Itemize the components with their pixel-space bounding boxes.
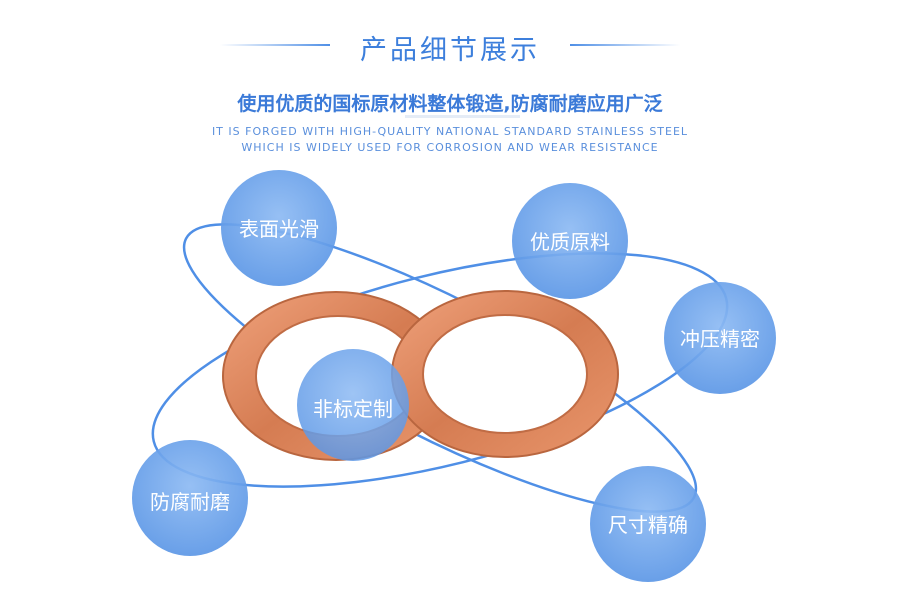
feature-label-5: 防腐耐磨 (150, 490, 230, 514)
subtitle: 使用优质的国标原材料整体锻造,防腐耐磨应用广泛 (237, 93, 663, 115)
feature-bubble-3 (664, 282, 776, 394)
feature-bubble-2 (512, 183, 628, 299)
feature-label-2: 优质原料 (530, 230, 610, 254)
section-title-row: 产品细节展示 (0, 24, 900, 68)
feature-bubble-1 (221, 170, 337, 286)
english-description-line-1: IT IS FORGED WITH HIGH-QUALITY NATIONAL … (211, 125, 689, 138)
title-decor-line-left (220, 44, 330, 46)
english-description-line-2: WHICH IS WIDELY USED FOR CORROSION AND W… (241, 141, 659, 154)
feature-bubble-5 (132, 440, 248, 556)
title-decor-line-right (570, 44, 680, 46)
feature-label-1: 表面光滑 (239, 217, 319, 241)
copper-washer-right (391, 290, 619, 458)
feature-bubble-4 (297, 349, 409, 461)
feature-label-6: 尺寸精确 (608, 513, 688, 537)
page-title: 产品细节展示 (360, 35, 540, 66)
feature-bubble-6 (590, 466, 706, 582)
feature-label-4: 非标定制 (313, 397, 393, 421)
feature-label-3: 冲压精密 (680, 327, 760, 351)
subtitle-underline (405, 115, 520, 118)
